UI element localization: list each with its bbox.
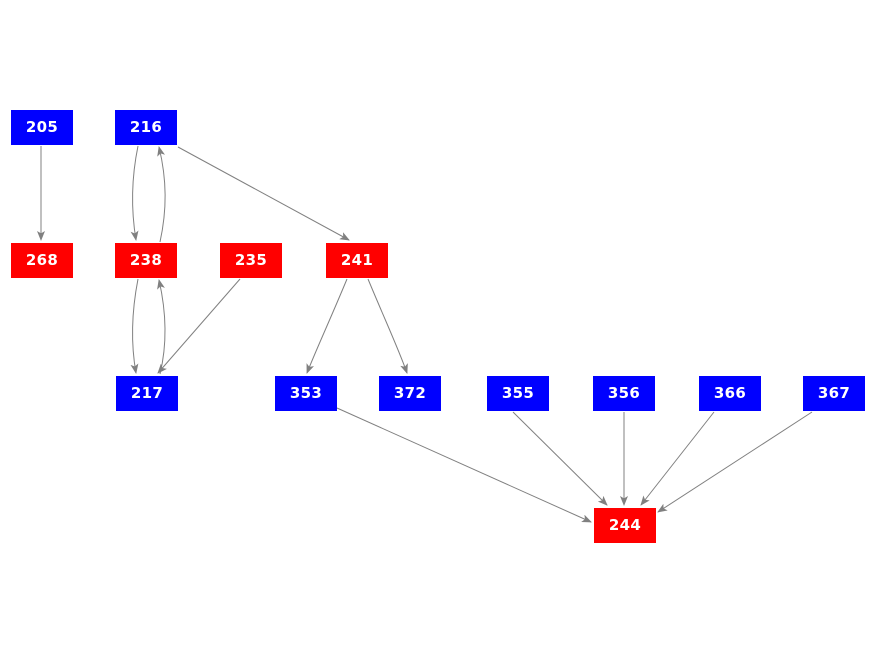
graph-edge-217-to-238 [157,279,166,375]
graph-node-241[interactable]: 241 [326,243,388,278]
graph-node-label: 356 [607,384,641,402]
graph-edge-235-to-217 [157,278,241,374]
graph-node-238[interactable]: 238 [115,243,177,278]
graph-node-label: 235 [234,251,268,269]
graph-edge-367-to-244 [657,411,813,513]
graph-node-label: 367 [817,384,851,402]
graph-node-label: 372 [393,384,427,402]
graph-node-355[interactable]: 355 [487,376,549,411]
graph-edge-241-to-372 [367,278,408,374]
graph-node-367[interactable]: 367 [803,376,865,411]
graph-node-235[interactable]: 235 [220,243,282,278]
graph-node-label: 241 [340,251,374,269]
graph-node-label: 217 [130,384,164,402]
graph-edge-238-to-217 [130,278,139,374]
graph-node-label: 268 [25,251,59,269]
graph-edge-238-to-216 [157,146,166,243]
graph-node-label: 366 [713,384,747,402]
graph-node-label: 355 [501,384,535,402]
graph-node-label: 205 [25,118,59,136]
graph-edge-353-to-244 [336,407,592,523]
graph-node-356[interactable]: 356 [593,376,655,411]
graph-node-label: 216 [129,118,163,136]
graph-node-366[interactable]: 366 [699,376,761,411]
edges-group [37,145,813,523]
graph-node-216[interactable]: 216 [115,110,177,145]
graph-node-372[interactable]: 372 [379,376,441,411]
graph-node-268[interactable]: 268 [11,243,73,278]
graph-edge-355-to-244 [512,411,608,506]
graph-node-label: 353 [289,384,323,402]
graph-node-217[interactable]: 217 [116,376,178,411]
graph-node-205[interactable]: 205 [11,110,73,145]
graph-edge-366-to-244 [640,411,715,506]
graph-node-244[interactable]: 244 [594,508,656,543]
graph-node-label: 238 [129,251,163,269]
graph-edge-241-to-353 [306,278,348,374]
graph-node-353[interactable]: 353 [275,376,337,411]
graph-edge-216-to-241 [177,146,350,241]
graph-node-label: 244 [608,516,642,534]
graph-edge-216-to-238 [130,145,139,241]
